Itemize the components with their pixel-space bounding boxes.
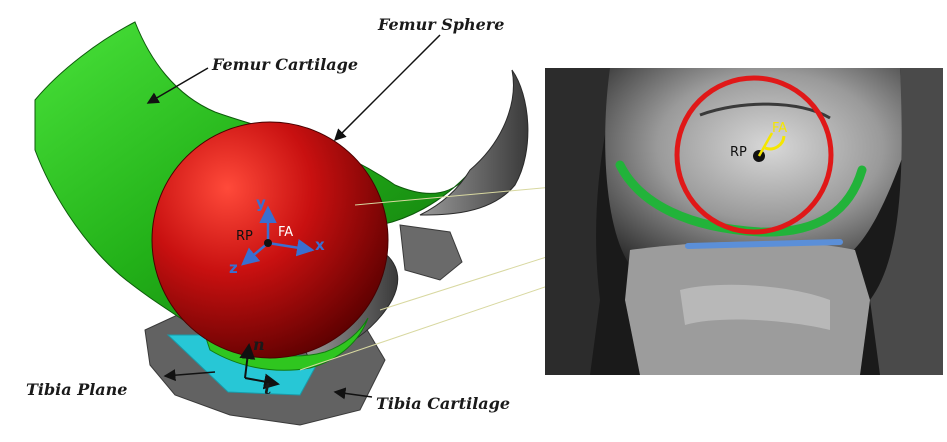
mri-tibia-line xyxy=(688,242,840,246)
knee-3d-model: RP FA y x z n t xyxy=(35,22,600,425)
bone-fragment xyxy=(400,225,462,280)
mri-panel: RP FA xyxy=(545,68,943,375)
femur-cartilage-label: Femur Cartilage xyxy=(211,55,358,74)
mri-rp-label: RP xyxy=(730,145,747,160)
y-axis-label: y xyxy=(256,194,266,212)
tangent-label: t xyxy=(264,379,272,398)
femur-sphere-label: Femur Sphere xyxy=(377,15,504,34)
fa-label: FA xyxy=(278,225,293,240)
normal-label: n xyxy=(253,335,265,354)
tibia-cartilage-label: Tibia Cartilage xyxy=(376,394,510,413)
mri-fa-label: FA xyxy=(772,121,787,136)
tibia-plane-label: Tibia Plane xyxy=(26,380,127,399)
femur-sphere-leader xyxy=(335,35,440,140)
rp-label: RP xyxy=(236,229,253,244)
x-axis-label: x xyxy=(315,236,325,254)
rp-point xyxy=(264,239,272,247)
z-axis-label: z xyxy=(229,259,238,277)
